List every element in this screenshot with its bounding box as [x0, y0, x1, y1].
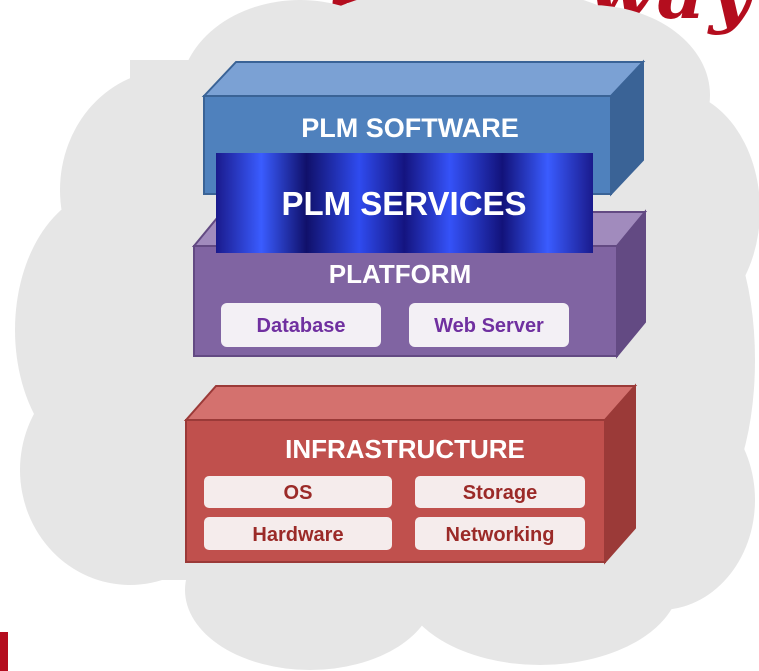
platform-item-database-box: [221, 303, 381, 347]
platform-item-webserver-box: [409, 303, 569, 347]
infra-item-hardware-box: [204, 517, 392, 550]
infrastructure-label: INFRASTRUCTURE: [285, 434, 525, 464]
platform-item-database: Database: [257, 315, 346, 337]
infra-item-os: OS: [284, 482, 313, 504]
infra-item-networking-box: [415, 517, 585, 550]
platform-item-webserver: Web Server: [434, 315, 544, 337]
infrastructure-block: INFRASTRUCTURE OS Storage Hardware Netwo…: [183, 383, 638, 565]
edge-accent-bar: [0, 632, 8, 671]
infra-item-os-box: [204, 476, 392, 508]
infra-item-networking: Networking: [446, 524, 555, 546]
infra-item-storage-box: [415, 476, 585, 508]
infra-item-storage: Storage: [463, 482, 537, 504]
services-block: PLM SERVICES: [216, 153, 593, 253]
services-label: PLM SERVICES: [281, 185, 526, 222]
software-label: PLM SOFTWARE: [301, 113, 519, 143]
infra-item-hardware: Hardware: [252, 524, 343, 546]
platform-label: PLATFORM: [329, 259, 472, 289]
